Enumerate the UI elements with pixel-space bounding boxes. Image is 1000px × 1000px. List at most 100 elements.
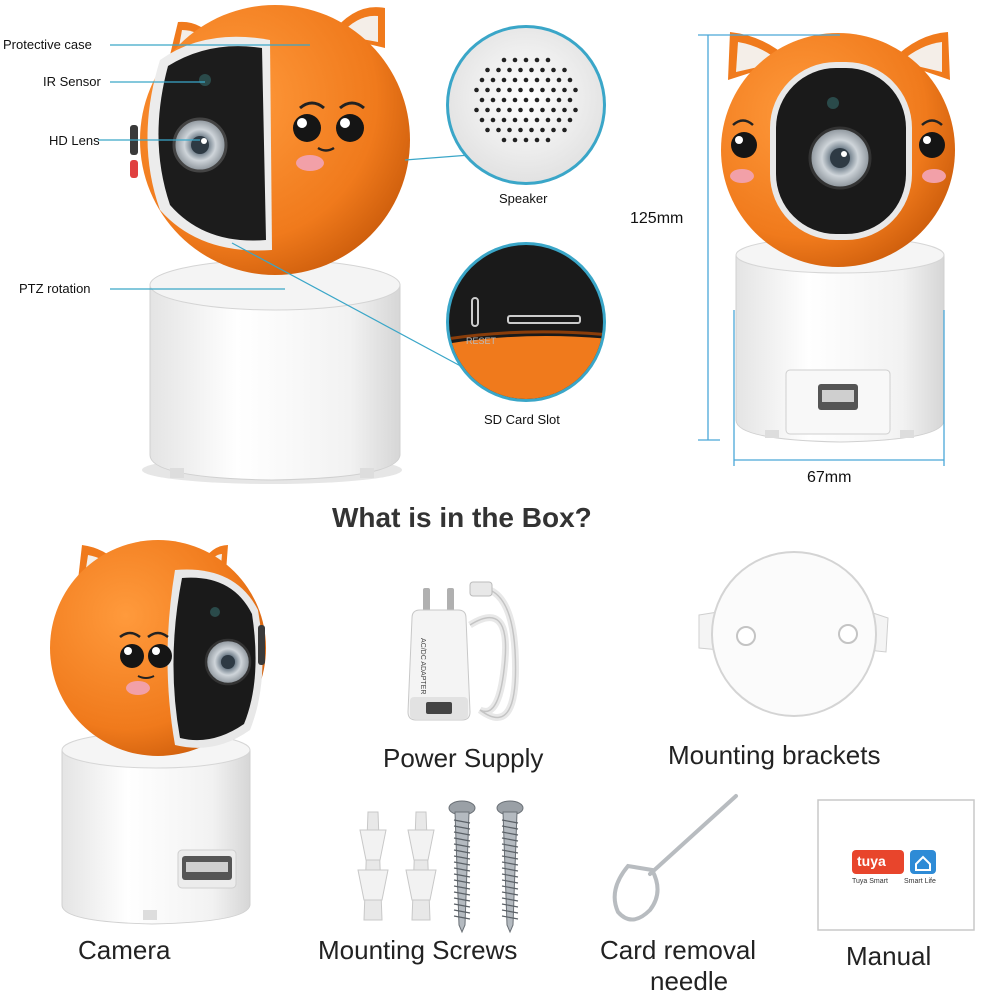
speaker-hole <box>501 97 507 103</box>
item-camera: Camera <box>78 935 171 965</box>
screw-thread <box>501 831 519 836</box>
speaker-hole <box>551 67 556 73</box>
dimension-lines <box>698 34 945 466</box>
screw-thread <box>453 837 471 842</box>
speaker-hole <box>562 67 567 73</box>
speaker-hole <box>534 57 540 63</box>
screw-thread <box>501 873 519 878</box>
speaker-hole <box>545 57 551 63</box>
speaker-hole <box>573 107 578 113</box>
label-reset: RESET <box>466 336 497 346</box>
dimension-height: 125mm <box>630 210 684 227</box>
speaker-hole <box>518 107 523 113</box>
speaker-hole <box>474 87 479 93</box>
speaker-hole <box>540 107 545 113</box>
callout-lines <box>98 44 471 371</box>
speaker-hole <box>523 137 529 143</box>
camera-side-view <box>130 5 410 484</box>
item-card-removal-line2: needle <box>650 966 729 996</box>
speaker-hole <box>496 127 501 133</box>
speaker-hole <box>496 87 501 93</box>
speaker-hole <box>518 127 523 133</box>
camera-box-item <box>50 540 266 925</box>
screw-thread <box>501 891 519 896</box>
speaker-hole <box>490 77 496 83</box>
speaker-hole <box>562 107 567 113</box>
speaker-hole <box>534 97 540 103</box>
speaker-hole <box>496 107 501 113</box>
screw-thread <box>501 879 519 884</box>
speaker-hole <box>496 67 501 73</box>
screw-thread <box>453 849 471 854</box>
speaker-hole <box>534 117 540 123</box>
screw-thread <box>453 825 471 830</box>
screw-thread <box>501 897 519 902</box>
speaker-hole <box>562 127 567 133</box>
speaker-hole <box>512 97 518 103</box>
label-sd-card-slot: SD Card Slot <box>484 412 560 427</box>
item-mounting-brackets: Mounting brackets <box>668 740 881 770</box>
speaker-hole <box>523 117 529 123</box>
label-speaker: Speaker <box>499 191 548 206</box>
speaker-hole <box>512 117 518 123</box>
speaker-hole <box>573 87 578 93</box>
speaker-hole <box>501 77 507 83</box>
item-mounting-screws: Mounting Screws <box>318 935 518 965</box>
screw-thread <box>453 855 471 860</box>
mounting-screws-image <box>357 800 524 934</box>
card-removal-needle-image <box>612 794 738 922</box>
screw-thread <box>501 849 519 854</box>
speaker-hole <box>523 97 529 103</box>
speaker-hole <box>518 67 523 73</box>
manual-tuya-logo: tuya <box>857 853 886 869</box>
screw-thread <box>453 897 471 902</box>
speaker-hole <box>518 87 523 93</box>
speaker-hole <box>545 77 551 83</box>
speaker-hole <box>490 117 496 123</box>
speaker-hole <box>485 107 490 113</box>
screw-thread <box>501 861 519 866</box>
speaker-hole <box>479 117 485 123</box>
screw-thread <box>453 831 471 836</box>
speaker-hole <box>485 67 490 73</box>
speaker-hole <box>523 57 529 63</box>
sd-card-detail <box>446 242 606 402</box>
screw-thread <box>453 843 471 848</box>
speaker-hole <box>540 87 545 93</box>
speaker-hole <box>485 127 490 133</box>
screw-thread <box>501 915 519 920</box>
screw-thread <box>453 879 471 884</box>
screw-thread <box>453 873 471 878</box>
speaker-hole <box>556 77 562 83</box>
speaker-hole <box>545 137 551 143</box>
item-power-supply: Power Supply <box>383 743 544 773</box>
speaker-hole <box>474 107 479 113</box>
speaker-hole <box>556 97 562 103</box>
speaker-hole <box>529 127 534 133</box>
speaker-detail <box>446 25 606 185</box>
speaker-hole <box>551 127 556 133</box>
speaker-hole <box>507 107 512 113</box>
screw-thread <box>453 861 471 866</box>
speaker-hole <box>512 137 518 143</box>
speaker-hole <box>479 77 485 83</box>
speaker-hole <box>545 97 551 103</box>
box-heading: What is in the Box? <box>332 502 592 533</box>
speaker-hole <box>501 137 507 143</box>
speaker-hole <box>512 77 518 83</box>
screw-thread <box>501 885 519 890</box>
speaker-hole <box>529 87 534 93</box>
adapter-label: AC/DC ADAPTER <box>419 638 426 695</box>
screw-thread <box>453 867 471 872</box>
speaker-hole <box>529 67 534 73</box>
speaker-hole <box>501 57 507 63</box>
speaker-hole <box>545 117 551 123</box>
speaker-hole <box>523 77 529 83</box>
label-ir-sensor: IR Sensor <box>43 74 101 89</box>
speaker-hole <box>567 97 573 103</box>
label-hd-lens: HD Lens <box>49 133 100 148</box>
screw-thread <box>501 837 519 842</box>
speaker-hole <box>507 87 512 93</box>
manual-smart-life: Smart Life <box>904 878 936 885</box>
speaker-hole <box>529 107 534 113</box>
